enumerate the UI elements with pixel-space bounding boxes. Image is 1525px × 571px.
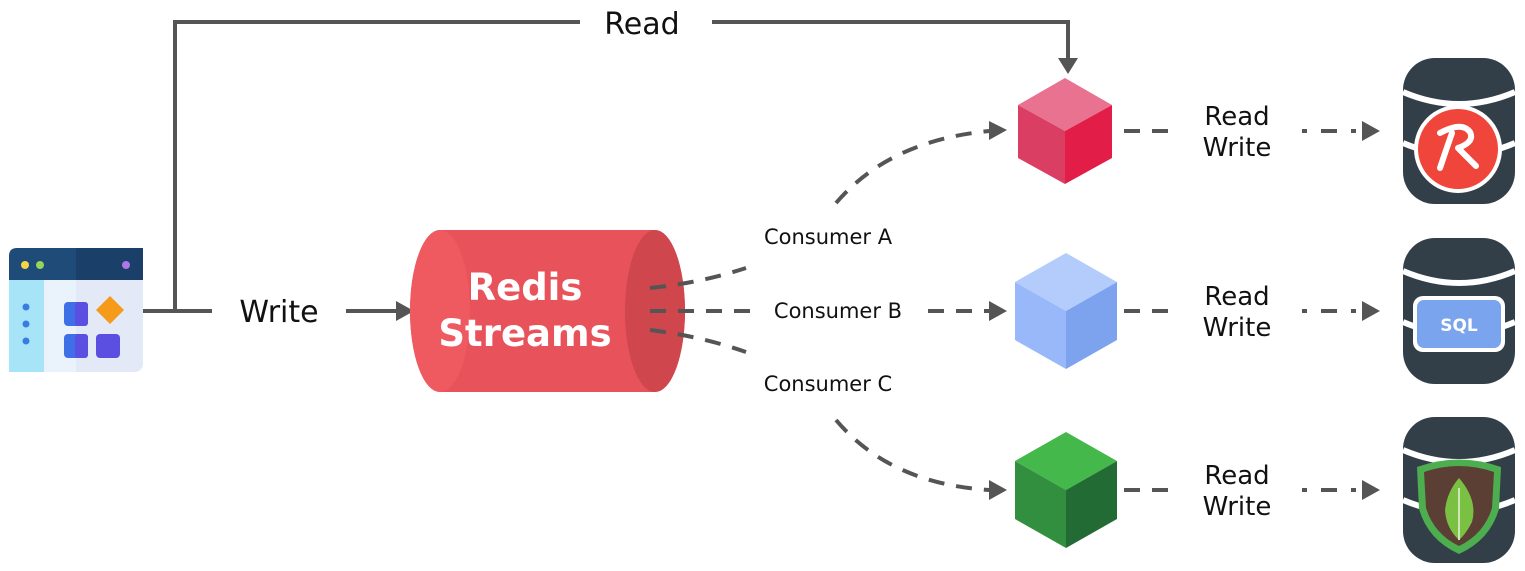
db-connector-a xyxy=(1124,121,1380,141)
consumer-a-label: Consumer A xyxy=(764,225,893,249)
consumer-c-connector xyxy=(649,328,1007,500)
write-label-b: Write xyxy=(1203,313,1272,343)
read-label: Read xyxy=(604,7,679,42)
consumer-b-cube-icon xyxy=(1015,253,1117,369)
read-label-c: Read xyxy=(1204,461,1269,491)
stream-title-line2: Streams xyxy=(438,312,611,355)
mongodb-db-icon xyxy=(1401,417,1517,563)
write-connector xyxy=(143,301,414,321)
consumer-a-cube-icon xyxy=(1018,78,1112,184)
consumer-c-cube-icon xyxy=(1015,432,1117,548)
db-connector-c xyxy=(1124,480,1380,500)
read-connector xyxy=(173,20,1078,311)
write-label-c: Write xyxy=(1203,492,1272,522)
consumer-c-label: Consumer C xyxy=(764,372,892,396)
write-label-a: Write xyxy=(1203,133,1272,163)
consumer-b-connector xyxy=(650,301,1007,321)
sql-db-icon xyxy=(1401,238,1517,384)
consumer-a-connector xyxy=(649,121,1007,290)
app-window-icon xyxy=(9,248,143,372)
consumer-b-label: Consumer B xyxy=(774,299,902,323)
sql-db-label: SQL xyxy=(1440,316,1478,336)
redis-db-icon xyxy=(1401,58,1517,204)
db-connector-b xyxy=(1124,301,1380,321)
read-label-a: Read xyxy=(1204,102,1269,132)
read-label-b: Read xyxy=(1204,282,1269,312)
stream-title-line1: Redis xyxy=(468,266,583,309)
write-label: Write xyxy=(239,295,318,330)
redis-streams-queue xyxy=(410,230,685,392)
